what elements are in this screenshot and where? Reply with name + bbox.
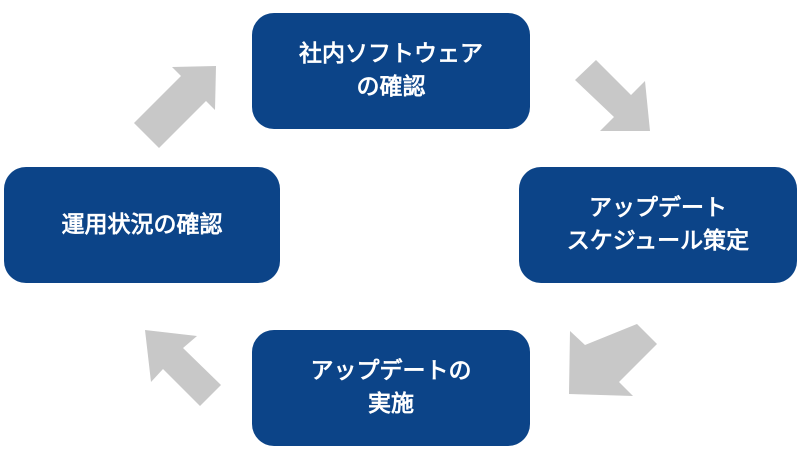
step-label-line: 実施 — [368, 391, 414, 417]
step-label-line: 運用状況の確認 — [61, 211, 223, 238]
arrow-right-to-bottom — [569, 324, 657, 396]
arrow-left-to-top — [134, 66, 216, 148]
arrow-bottom-to-left — [145, 330, 221, 406]
step-update-schedule: アップデート スケジュール策定 — [519, 167, 797, 283]
step-execute-update: アップデートの 実施 — [252, 330, 530, 446]
step-check-operation-status: 運用状況の確認 — [4, 167, 280, 283]
arrow-top-to-right — [575, 60, 650, 131]
step-label-line: の確認 — [356, 74, 426, 100]
step-label-line: スケジュール策定 — [566, 228, 750, 254]
step-label-line: アップデートの — [310, 358, 472, 385]
step-label-line: アップデート — [588, 195, 727, 222]
step-check-internal-software: 社内ソフトウェア の確認 — [252, 13, 530, 129]
step-label-line: 社内ソフトウェア — [299, 41, 483, 68]
